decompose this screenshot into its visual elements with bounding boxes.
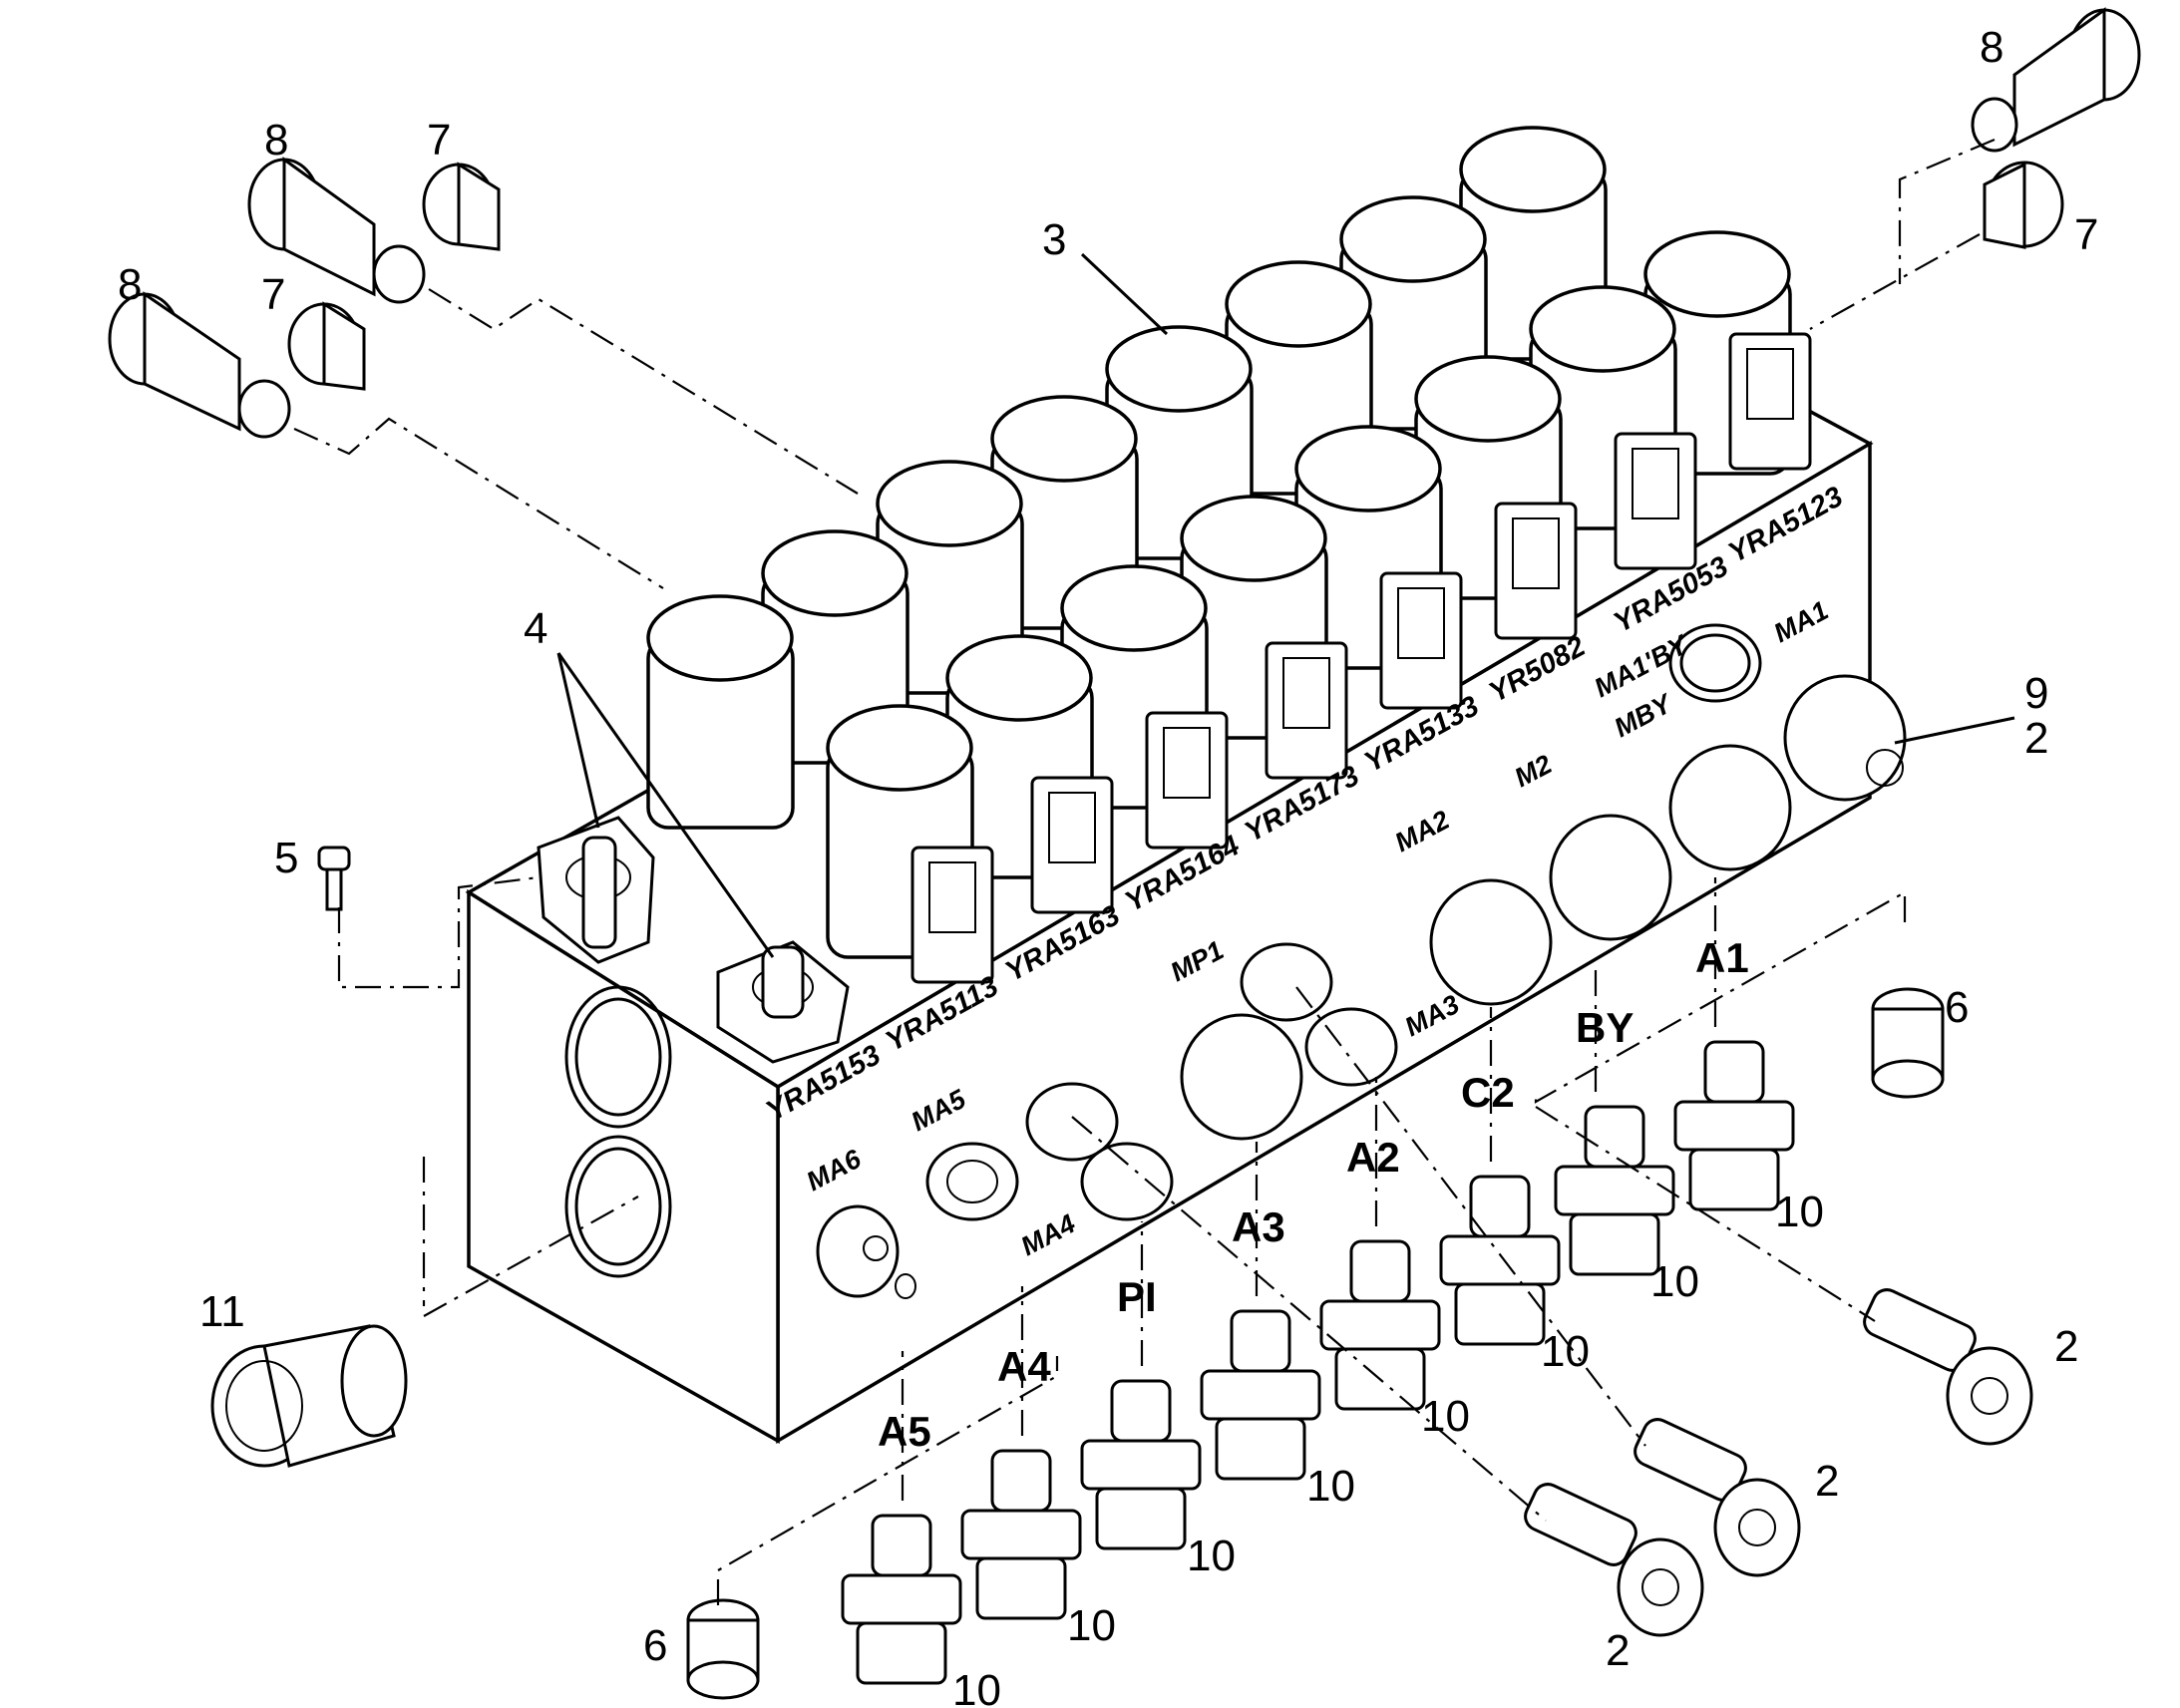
test-point [1783,674,1907,802]
plug-2-right [1863,1288,2033,1446]
port-label-a1: A1 [1695,934,1749,981]
callout-4: 4 [524,604,547,653]
callout-9: 9 [2024,669,2048,718]
coil-connectors [910,332,1812,984]
plug-2-bottom [1524,1483,1704,1637]
test-point [1549,814,1672,941]
callout-3: 3 [1042,215,1066,264]
callout-10: 10 [1306,1462,1355,1511]
port-label-a2: A2 [1346,1134,1400,1181]
plug-8-top-right [1971,7,2141,153]
callout-10: 10 [1067,1601,1116,1650]
callout-2: 2 [1606,1626,1630,1675]
connector [1614,432,1697,570]
callout-8: 8 [118,260,142,309]
coil [646,594,795,830]
connector [1145,711,1229,850]
screw-5 [317,846,351,911]
callout-7: 7 [2074,210,2098,259]
cover-plates [537,816,850,1064]
callout-10: 10 [1421,1392,1470,1441]
adaptor-a5 [841,1514,962,1685]
adaptor-by [1554,1105,1675,1276]
plug-6-bottom [686,1598,760,1700]
plug-2-mid [1634,1418,1801,1577]
callout-2: 2 [2054,1322,2078,1371]
connector [1030,776,1114,914]
callout-6: 6 [1945,983,1969,1032]
connector [910,846,994,984]
connector [1265,641,1348,780]
port-label-c2: C2 [1461,1069,1515,1116]
callout-10: 10 [1541,1327,1590,1376]
port-labels: A1 BY C2 A2 A3 PI A4 A5 [878,934,1749,1455]
adaptor-a1 [1673,1040,1795,1211]
connector [1494,502,1578,640]
callout-2: 2 [1815,1457,1839,1506]
adaptor-c2 [1439,1175,1561,1346]
callout-7: 7 [261,270,285,319]
adaptor-pi [1080,1379,1202,1550]
callout-5: 5 [274,834,298,882]
callout-10: 10 [1650,1257,1699,1306]
plug-7-top-left-b [287,301,366,391]
leader-lines [293,138,2015,1605]
connector [1379,571,1463,710]
adaptor-a4 [960,1449,1082,1620]
callout-8: 8 [1980,23,2003,72]
port-label-by: BY [1576,1004,1634,1051]
plug-8-top-left-a [247,157,426,304]
callout-2: 2 [2024,714,2048,763]
connector [1728,332,1812,471]
plug-7-top-right [1983,161,2064,249]
port-adaptors [841,1040,1795,1685]
adaptor-a3 [1200,1309,1321,1481]
fitting-11 [210,1324,408,1468]
callout-11: 11 [199,1287,245,1336]
test-point [1429,878,1553,1006]
callout-8: 8 [264,116,288,165]
callout-10: 10 [1187,1532,1236,1580]
plug-8-top-left-b [108,291,291,439]
front-face-fittings [816,623,1907,1299]
callout-10: 10 [1775,1188,1824,1236]
callout-7: 7 [427,116,451,165]
port-label-a5: A5 [878,1408,931,1455]
plug-6-right [1871,987,1945,1099]
test-point [1180,1013,1303,1141]
adaptor-a2 [1319,1239,1441,1411]
port-label-pi: PI [1117,1273,1157,1320]
test-point [1668,744,1792,871]
port-label-a4: A4 [997,1343,1051,1390]
plug-7-top-left-a [422,162,501,251]
callout-numbers: 3 4 5 8 7 8 7 8 7 9 2 6 6 11 2 2 2 10 10… [118,23,2098,1708]
callout-10: 10 [952,1666,1001,1708]
callout-6: 6 [643,1621,667,1670]
port-label-a3: A3 [1232,1203,1285,1250]
